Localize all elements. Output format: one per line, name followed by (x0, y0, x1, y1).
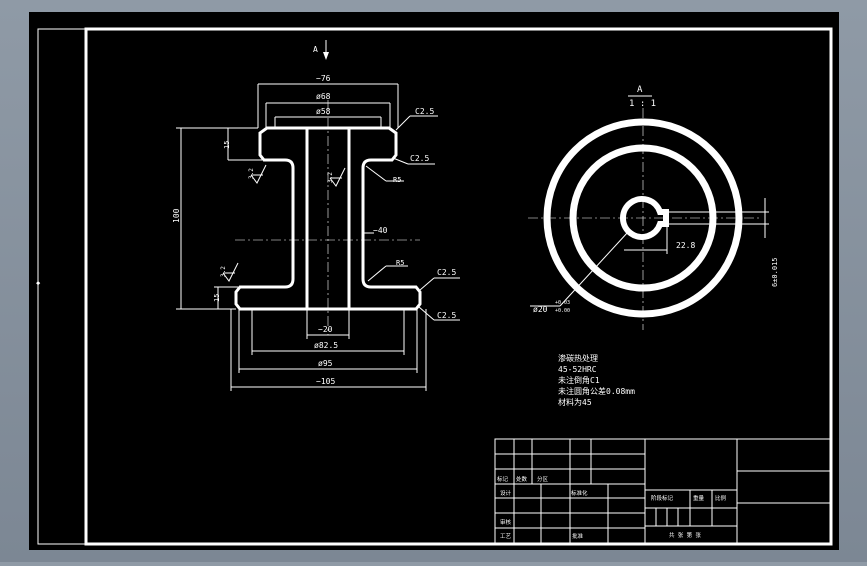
tb-zone: 分区 (537, 475, 549, 483)
leader-r1 (365, 165, 387, 182)
radius-r2: R5 (396, 259, 404, 267)
radius-r1: R5 (393, 176, 401, 184)
tb-approve: 批准 (572, 532, 584, 540)
bore-tol-lower: +0.00 (555, 308, 570, 314)
tb-std: 标准化 (571, 489, 588, 497)
dim-keyheight: 6±0.015 (771, 257, 779, 287)
hub-ring (569, 144, 717, 292)
roughness-1: 3.2 (248, 168, 255, 179)
section-marker-label: A (313, 45, 318, 54)
inner-frame (84, 27, 833, 546)
dim-15-top: 15 (223, 141, 231, 149)
chamfer-c4: C2.5 (437, 311, 456, 320)
keyed-bore (619, 196, 669, 240)
dim-82: ø82.5 (314, 341, 338, 350)
tb-weight: 重量 (693, 494, 705, 502)
section-left-half (234, 126, 309, 311)
note-5: 材料为45 (558, 397, 592, 407)
technical-notes: 渗碳热处理 45-52HRC 未注倒角C1 未注圆角公差0.08mm 材料为45 (558, 353, 635, 407)
view-scale: 1 : 1 (629, 99, 656, 109)
chamfer-c1: C2.5 (415, 107, 434, 116)
section-right-half (347, 126, 422, 311)
note-3: 未注倒角C1 (558, 375, 600, 385)
leader-c1 (395, 115, 411, 131)
tb-mark: 标记 (497, 475, 509, 483)
bore-tol-upper: +0.03 (555, 300, 570, 306)
outer-flange-ring (543, 118, 743, 318)
bore-outline (305, 126, 351, 311)
roughness-symbol-1 (250, 164, 267, 184)
tb-sheets: 共 张 第 张 (669, 531, 701, 539)
leader-bore (559, 231, 629, 307)
section-arrow (323, 52, 329, 60)
tb-check: 审核 (500, 518, 512, 526)
title-block: 标记 处数 分区 设计 标准化 审核 工艺 批准 阶段标记 重量 比例 共 张 … (494, 438, 832, 545)
note-2: 45-52HRC (558, 365, 597, 374)
dim-keyway: 22.8 (676, 241, 695, 250)
dim-20: −20 (318, 325, 333, 334)
dim-15-bottom: 15 (213, 294, 221, 302)
view-a: A 1 : 1 22.8 6±0.015 ø20 +0.03 +0.00 (528, 85, 779, 330)
view-title: A (637, 85, 643, 95)
dim-58: ø58 (316, 107, 331, 116)
chamfer-c2: C2.5 (410, 154, 429, 163)
roughness-symbol-3 (222, 262, 239, 282)
dim-40: −40 (373, 226, 388, 235)
border-mark: ◆ (36, 279, 41, 287)
drawing-sheet (29, 12, 839, 550)
note-1: 渗碳热处理 (558, 353, 598, 363)
note-4: 未注圆角公差0.08mm (558, 386, 635, 396)
chamfer-c3: C2.5 (437, 268, 456, 277)
tb-scale: 比例 (715, 494, 727, 502)
tb-design: 设计 (500, 489, 512, 497)
dim-100: 100 (172, 208, 181, 223)
roughness-symbol-2 (329, 167, 346, 187)
section-view: A −76 ø68 ø58 C2.5 C2.5 C2.5 (172, 40, 460, 391)
leader-c3 (419, 277, 435, 291)
roughness-2: 3.2 (327, 172, 334, 183)
leader-c2 (392, 157, 409, 165)
dim-76: −76 (316, 74, 331, 83)
tb-count: 处数 (516, 475, 528, 483)
title-block-frame (494, 438, 832, 545)
tb-process: 工艺 (500, 533, 512, 540)
dim-95: ø95 (318, 359, 333, 368)
dim-bore: ø20 (533, 305, 548, 314)
tb-stage: 阶段标记 (651, 494, 674, 502)
roughness-3: 3.2 (220, 266, 227, 277)
dim-105: −105 (316, 377, 335, 386)
dim-68: ø68 (316, 92, 331, 101)
leader-r2 (367, 265, 387, 282)
